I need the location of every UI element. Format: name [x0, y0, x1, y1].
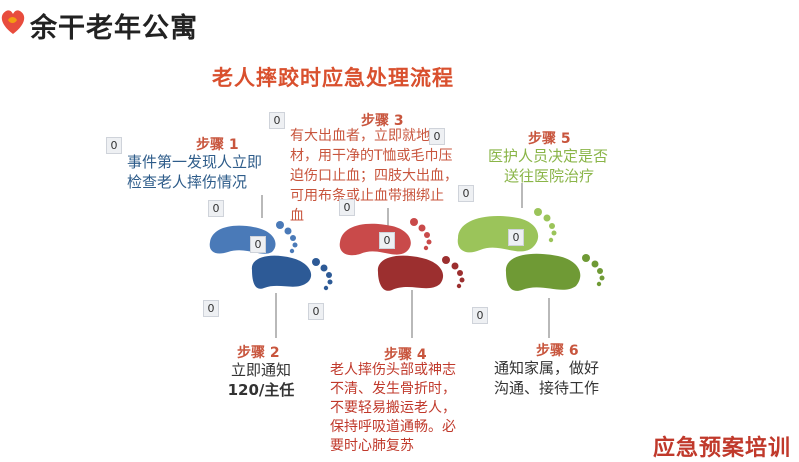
zero-marker: 0 — [429, 128, 445, 145]
zero-marker: 0 — [250, 236, 266, 253]
step-1-line-1: 事件第一发现人立即 — [127, 153, 263, 171]
training-banner: 应急预案培训 — [652, 436, 791, 461]
blue-footprint-2 — [251, 255, 333, 291]
step-3-line-4: 可用布条或止血带捆绑止 — [290, 188, 444, 204]
logo-text: 余干老年公寓 — [30, 13, 198, 44]
zero-marker: 0 — [203, 300, 219, 317]
step-3-text: 有大出血者，立即就地取 材，用干净的T恤或毛巾压 迫伤口止血；四肢大出血， 可用… — [290, 126, 458, 226]
green-footprint-6 — [505, 253, 605, 291]
zero-marker: 0 — [308, 303, 324, 320]
step-3-line-5: 血 — [290, 208, 304, 224]
step-3-line-1: 有大出血者，立即就地取 — [290, 128, 444, 144]
step-2-label: 步骤 2 — [237, 345, 280, 361]
zero-marker: 0 — [106, 137, 122, 154]
page-title: 老人摔跤时应急处理流程 — [212, 66, 454, 90]
step-4-label: 步骤 4 — [384, 347, 427, 363]
heart-leaf-logo-icon — [1, 10, 25, 34]
zero-marker: 0 — [508, 229, 524, 246]
zero-marker: 0 — [269, 112, 285, 129]
step-4-line-1: 老人摔伤头部或神志 — [330, 362, 456, 378]
step-6-label: 步骤 6 — [536, 343, 579, 359]
step-6-line-1: 通知家属，做好 — [494, 359, 600, 377]
step-6-text: 通知家属，做好 沟通、接待工作 — [494, 358, 599, 398]
step-1-label: 步骤 1 — [196, 137, 239, 153]
step-4-line-4: 保持呼吸道通畅。必 — [330, 419, 456, 435]
step-1-line-2: 检查老人摔伤情况 — [127, 173, 248, 191]
step-2-line-1: 立即通知 — [230, 361, 291, 379]
zero-marker: 0 — [472, 307, 488, 324]
zero-marker: 0 — [208, 200, 224, 217]
step-5-label: 步骤 5 — [528, 131, 571, 147]
step-4-line-5: 要时心肺复苏 — [330, 438, 414, 454]
step-2-line-2: 120/主任 — [227, 381, 295, 399]
step-5-line-2: 送往医院治疗 — [504, 167, 595, 185]
step-4-line-3: 不要轻易搬运老人， — [330, 400, 456, 416]
step-5-text: 医护人员决定是否 送往医院治疗 — [488, 146, 608, 186]
step-4-text: 老人摔伤头部或神志 不清、发生骨折时， 不要轻易搬运老人， 保持呼吸道通畅。必 … — [330, 361, 456, 456]
red-footprint-4 — [377, 255, 465, 291]
step-4-line-2: 不清、发生骨折时， — [330, 381, 456, 397]
zero-marker: 0 — [458, 185, 474, 202]
step-3-label: 步骤 3 — [361, 113, 404, 129]
step-2-text: 立即通知 120/主任 — [225, 360, 297, 400]
step-1-text: 事件第一发现人立即 检查老人摔伤情况 — [127, 152, 262, 192]
zero-marker: 0 — [339, 199, 355, 216]
zero-marker: 0 — [379, 232, 395, 249]
step-5-line-1: 医护人员决定是否 — [488, 147, 609, 165]
step-3-line-3: 迫伤口止血；四肢大出血， — [290, 168, 458, 184]
step-3-line-2: 材，用干净的T恤或毛巾压 — [290, 148, 453, 164]
step-6-line-2: 沟通、接待工作 — [494, 379, 600, 397]
